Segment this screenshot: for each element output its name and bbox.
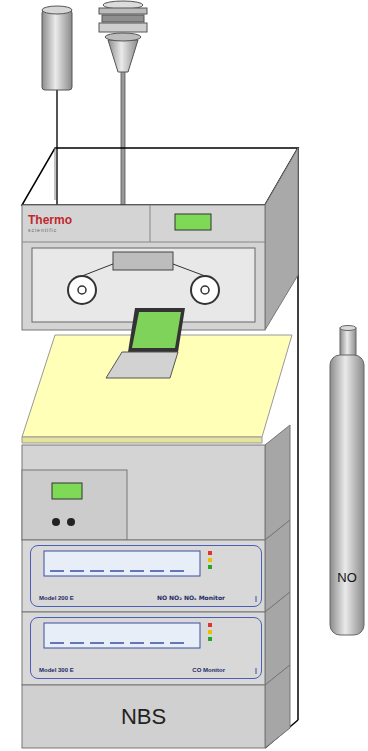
sample-inlet — [99, 8, 147, 14]
gas-cylinder — [340, 328, 356, 358]
display-unit — [67, 518, 75, 526]
calibrator-unit: NBS — [22, 685, 265, 748]
unit-side-faces — [265, 425, 290, 748]
monitor-front — [44, 551, 200, 576]
rack-frame — [55, 148, 56, 200]
monitor-front — [256, 596, 257, 602]
monitor-front — [22, 540, 265, 612]
analyzer-housing — [22, 148, 298, 330]
gas-cylinder-body: NO — [330, 355, 364, 635]
gas-cylinder — [330, 355, 364, 635]
monitor-front — [208, 565, 212, 569]
unit-side-faces — [265, 665, 290, 748]
laptop — [106, 352, 178, 378]
analyzer-housing — [78, 286, 86, 294]
monitor-front — [208, 630, 212, 634]
display-unit — [22, 445, 265, 540]
sample-inlet — [105, 33, 141, 41]
shelf — [22, 437, 262, 443]
monitor-front — [50, 570, 184, 572]
monitor-front — [208, 623, 212, 627]
analyzer-unit: Thermoscientific — [22, 205, 150, 242]
monitor-front — [22, 612, 265, 685]
analyzer-housing — [201, 286, 209, 294]
laptop — [106, 308, 185, 378]
display-unit — [22, 445, 265, 540]
display-unit — [22, 470, 127, 540]
antenna — [42, 6, 72, 205]
gas-monitor: Model 200 E NO NO₂ NOₓ Monitor — [30, 545, 262, 607]
analyzer-housing — [68, 276, 96, 304]
sample-inlet — [108, 40, 138, 72]
monitor-front — [256, 668, 257, 674]
analyzer-housing — [22, 242, 265, 243]
calibrator-front — [22, 685, 265, 748]
rack-frame — [22, 148, 298, 748]
monitor-front — [44, 623, 200, 648]
antenna — [42, 10, 72, 90]
analyzer-housing — [113, 252, 173, 270]
brand-subtitle: scientific — [28, 227, 144, 233]
gas-cylinder — [340, 326, 356, 331]
monitor-front — [22, 612, 265, 685]
monitor-front — [208, 637, 212, 641]
laptop — [132, 312, 181, 348]
display-unit — [52, 518, 60, 526]
analyzer-housing — [82, 264, 205, 276]
monitor-front — [208, 558, 212, 562]
antenna — [42, 6, 72, 14]
sample-inlet — [99, 1, 147, 205]
monitor-front — [22, 540, 265, 612]
analyzer-housing — [265, 148, 298, 330]
model-label: Model 200 E — [39, 595, 74, 601]
gas-label: NO — [337, 570, 357, 585]
laptop — [128, 308, 185, 352]
analyzer-housing — [191, 276, 219, 304]
model-label: Model 300 E — [39, 667, 74, 673]
sample-inlet — [99, 23, 147, 32]
gas-monitor: Model 300 E CO Monitor — [30, 617, 262, 679]
monitor-label: CO Monitor — [192, 667, 225, 673]
gas-cylinder — [330, 326, 364, 636]
calibrator-front — [22, 685, 265, 748]
analyzer-housing — [175, 214, 211, 230]
display-unit — [52, 483, 82, 499]
sample-inlet — [102, 15, 144, 22]
monitor-front — [50, 642, 184, 644]
monitor-label: NO NO₂ NOₓ Monitor — [157, 594, 225, 601]
unit-label: NBS — [121, 704, 166, 730]
brand-logo: Thermo — [28, 214, 144, 227]
sample-inlet — [121, 70, 125, 205]
monitor-front — [208, 551, 212, 555]
analyzer-housing — [150, 205, 151, 242]
rack-frame — [22, 148, 298, 205]
